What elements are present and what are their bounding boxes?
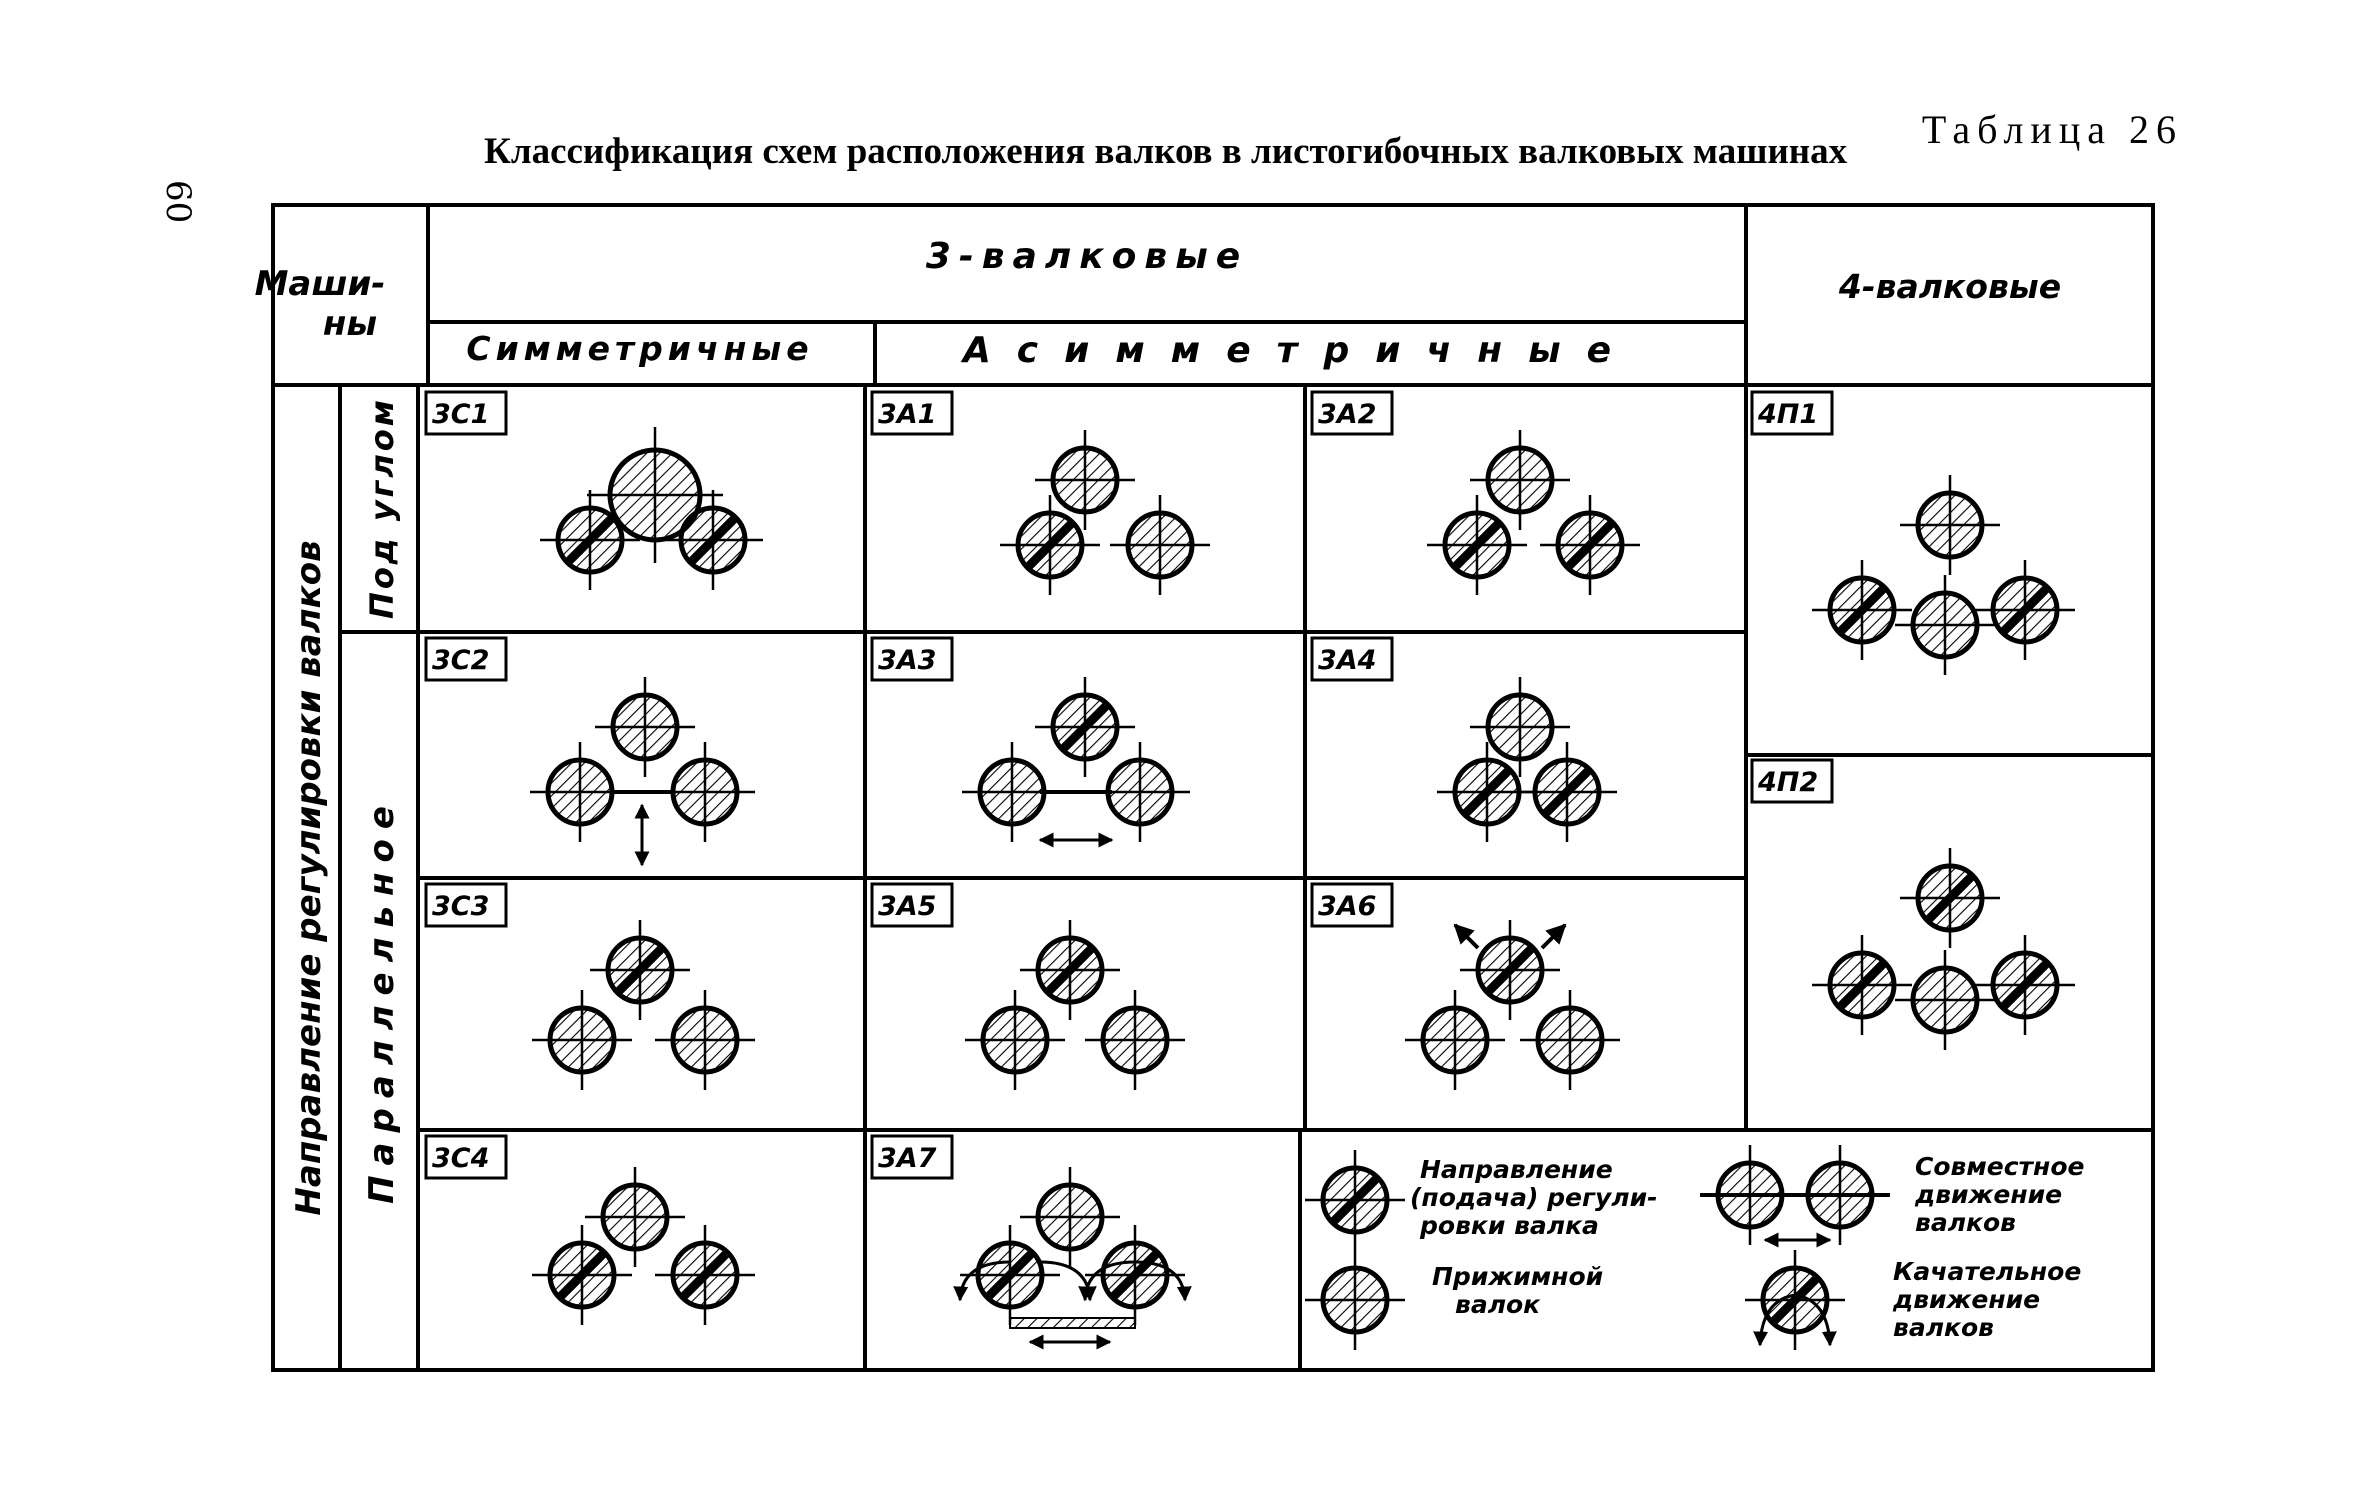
roll-scheme-3a5 [965, 920, 1185, 1090]
legend-joint-2: движение [1914, 1180, 2062, 1209]
cell-code-3a2: 3А2 [1318, 399, 1376, 430]
cell-code-3a7: 3А7 [878, 1143, 937, 1174]
roll-scheme-3a1 [1000, 430, 1210, 595]
legend-direction-3: ровки валка [1419, 1211, 1599, 1240]
header-four-roll: 4-валковые [1838, 267, 2061, 306]
cell-code-3a6: 3А6 [1318, 891, 1376, 922]
legend: Направление (подача) регули- ровки валка… [1305, 1145, 2084, 1350]
legend-swing-1: Качательное [1893, 1257, 2081, 1286]
row-label-parallel: Параллельное [362, 796, 402, 1204]
legend-joint-3: валков [1915, 1208, 2016, 1237]
legend-swing-3: валков [1893, 1313, 1994, 1342]
roll-scheme-3c4 [532, 1167, 755, 1325]
row-label-angled: Под углом [363, 397, 401, 619]
cell-code-3a3: 3А3 [878, 645, 936, 676]
cell-code-3a4: 3А4 [1318, 645, 1376, 676]
roll-scheme-3c1 [540, 427, 763, 590]
roll-scheme-3a3 [962, 677, 1190, 848]
header-machines-1: Маши- [255, 264, 386, 304]
legend-pressure-1: Прижимной [1432, 1262, 1603, 1291]
cell-code-4p2: 4П2 [1757, 767, 1818, 798]
legend-direction-1: Направление [1420, 1155, 1613, 1184]
roll-scheme-3a4 [1437, 677, 1617, 842]
legend-joint-motion-icon [1700, 1145, 1890, 1248]
header-symmetric: Симметричные [466, 329, 813, 368]
row-label-direction: Направление регулировки валков [289, 540, 329, 1215]
roll-scheme-3c2 [530, 677, 755, 867]
table-title: Классификация схем расположения валков в… [484, 131, 1848, 172]
legend-direction-icon [1305, 1150, 1405, 1250]
roll-scheme-3a2 [1427, 430, 1640, 595]
header-asymmetric: Асимметричные [960, 330, 1637, 371]
cell-code-3a5: 3А5 [878, 891, 936, 922]
roll-scheme-3c3 [532, 920, 755, 1090]
legend-pressure-2: валок [1455, 1290, 1541, 1319]
legend-joint-1: Совместное [1915, 1152, 2084, 1181]
legend-pressure-roll-icon [1305, 1250, 1405, 1350]
cell-code-4p1: 4П1 [1757, 399, 1818, 430]
roll-scheme-3a6 [1405, 920, 1620, 1090]
legend-direction-2: (подача) регули- [1410, 1183, 1658, 1212]
cell-code-3c4: 3С4 [432, 1143, 489, 1174]
cell-code-3c2: 3С2 [432, 645, 489, 676]
legend-swing-motion-icon [1745, 1250, 1845, 1350]
cell-code-3a1: 3А1 [878, 399, 936, 430]
legend-swing-2: движение [1892, 1285, 2040, 1314]
header-three-roll: 3-валковые [926, 236, 1248, 277]
table-number: Таблица 26 [1921, 107, 2183, 152]
header-machines-2: ны [323, 304, 377, 344]
table-grid [271, 203, 2155, 1372]
roll-scheme-4p2 [1812, 848, 2075, 1050]
cell-code-3c1: 3С1 [432, 399, 489, 430]
cell-code-3c3: 3С3 [432, 891, 489, 922]
roll-scheme-4p1 [1812, 475, 2075, 675]
roll-scheme-3a7 [953, 1167, 1192, 1350]
